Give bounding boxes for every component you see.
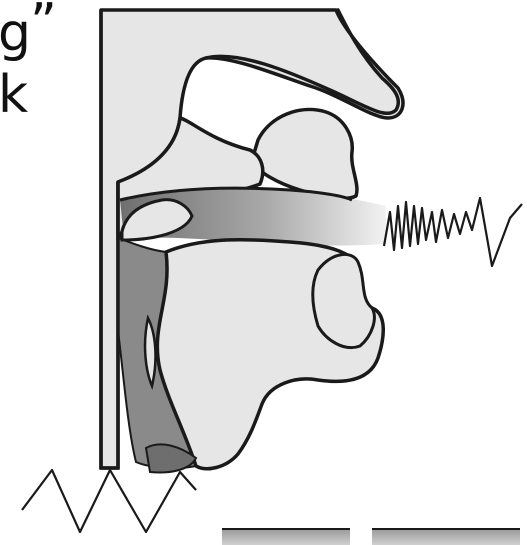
- upper-lip-shape: [252, 110, 357, 199]
- phoneme-label-g: g: [0, 3, 31, 63]
- lower-lip-shape: [313, 254, 375, 347]
- sound-wave-output: [384, 198, 522, 266]
- spectrum-bar-left: [222, 529, 350, 545]
- phoneme-label-k: k: [0, 65, 28, 125]
- voicing-wave-input: [22, 470, 196, 532]
- spectrum-bar-right: [372, 529, 520, 545]
- closing-quote-mark: ”: [30, 0, 57, 53]
